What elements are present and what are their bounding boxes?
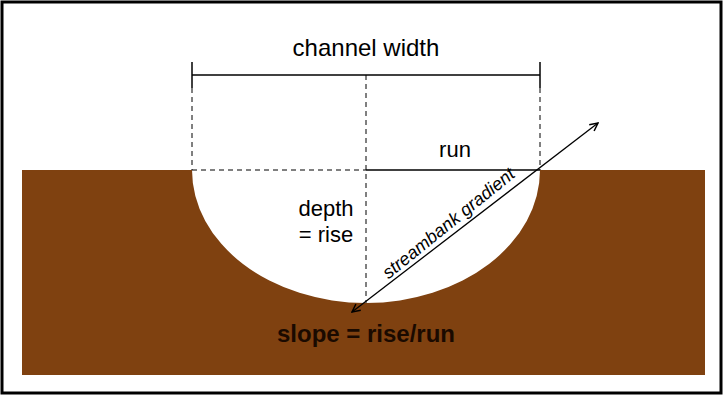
run-label: run xyxy=(439,137,471,163)
dashed-guide xyxy=(540,88,541,170)
width-tick xyxy=(191,62,193,88)
gradient-arrow xyxy=(352,123,598,312)
dimension-label: channel width xyxy=(293,34,440,63)
run-line xyxy=(366,169,540,171)
dashed-guide xyxy=(192,88,193,170)
width-tick xyxy=(539,62,541,88)
ground xyxy=(22,170,705,375)
dashed-guide xyxy=(192,170,366,171)
formula-label: slope = rise/run xyxy=(277,320,455,349)
depth-label: depth = rise xyxy=(293,196,359,249)
depth-line xyxy=(366,75,367,303)
